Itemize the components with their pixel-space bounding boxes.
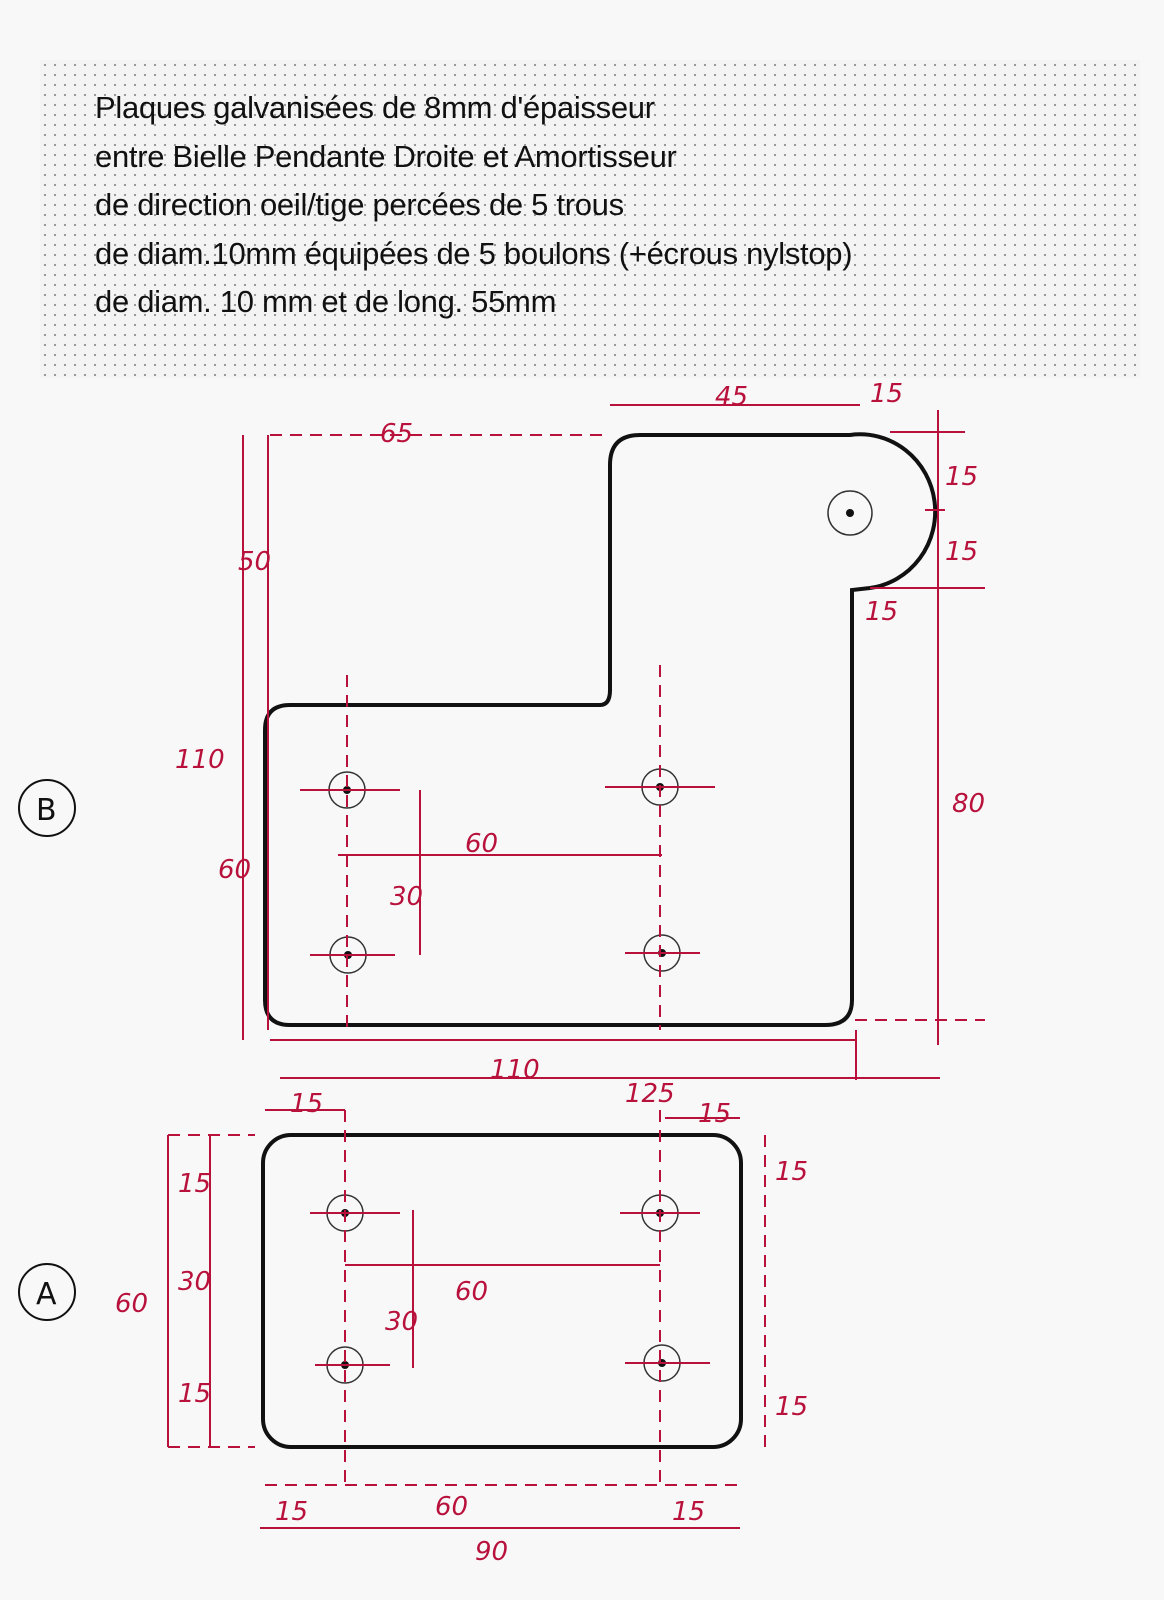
dim-label: 15 <box>945 462 978 492</box>
dim-label: 30 <box>385 1307 418 1337</box>
note-line: de direction oeil/tige percées de 5 trou… <box>95 187 624 222</box>
dim-label: 80 <box>952 789 985 819</box>
dim-label: 15 <box>290 1089 323 1119</box>
note-line: de diam.10mm équipées de 5 boulons (+écr… <box>95 235 853 271</box>
plate-b: 65 45 15 15 15 15 50 110 60 30 60 80 110… <box>18 379 985 1109</box>
plate-b-outline <box>263 432 938 1027</box>
eye-hole <box>827 490 873 536</box>
plate-b-dimensions: 65 45 15 15 15 15 50 110 60 30 60 80 110… <box>175 379 985 1109</box>
dim-label: 60 <box>218 855 251 885</box>
note-line: entre Bielle Pendante Droite et Amortiss… <box>95 138 677 174</box>
dim-label: 60 <box>115 1289 148 1319</box>
description-note <box>40 60 1140 378</box>
dim-label: 15 <box>865 597 898 627</box>
plate-a-label: A <box>36 1277 57 1312</box>
dim-label: 110 <box>175 745 225 775</box>
dim-label: 15 <box>870 379 903 409</box>
plate-b-marker <box>18 779 76 837</box>
dim-label: 60 <box>435 1492 468 1522</box>
dim-label: 60 <box>455 1277 488 1307</box>
dim-label: 15 <box>672 1497 705 1527</box>
dim-label: 65 <box>380 419 413 449</box>
dim-label: 15 <box>275 1497 308 1527</box>
dim-label: 15 <box>775 1392 808 1422</box>
plate-a-outline <box>261 1133 743 1449</box>
plate-a-marker <box>18 1263 76 1321</box>
dim-label: 30 <box>390 882 423 912</box>
plate-a: 15 15 15 30 15 60 60 30 15 15 15 60 15 9… <box>18 1089 808 1567</box>
description-text: Plaques galvanisées de 8mm d'épaisseur e… <box>95 84 853 327</box>
dim-label: 90 <box>475 1537 508 1567</box>
plate-a-holes <box>326 1194 681 1384</box>
hole-center <box>846 509 854 517</box>
dim-label: 110 <box>490 1055 540 1085</box>
dim-label: 125 <box>625 1079 675 1109</box>
dim-label: 60 <box>465 829 498 859</box>
dim-label: 15 <box>945 537 978 567</box>
note-line: de diam. 10 mm et de long. 55mm <box>95 284 557 319</box>
plate-b-dimension-lines <box>242 404 985 1080</box>
plate-a-dimension-lines <box>167 1109 766 1529</box>
plate-a-dimensions: 15 15 15 30 15 60 60 30 15 15 15 60 15 9… <box>115 1089 808 1567</box>
dim-label: 15 <box>775 1157 808 1187</box>
dim-label: 15 <box>178 1169 211 1199</box>
plate-b-label: B <box>36 793 57 828</box>
dim-label: 45 <box>715 382 748 412</box>
dim-label: 30 <box>178 1267 211 1297</box>
dim-label: 50 <box>238 547 271 577</box>
dim-label: 15 <box>698 1099 731 1129</box>
note-line: Plaques galvanisées de 8mm d'épaisseur <box>95 90 655 125</box>
dim-label: 15 <box>178 1379 211 1409</box>
